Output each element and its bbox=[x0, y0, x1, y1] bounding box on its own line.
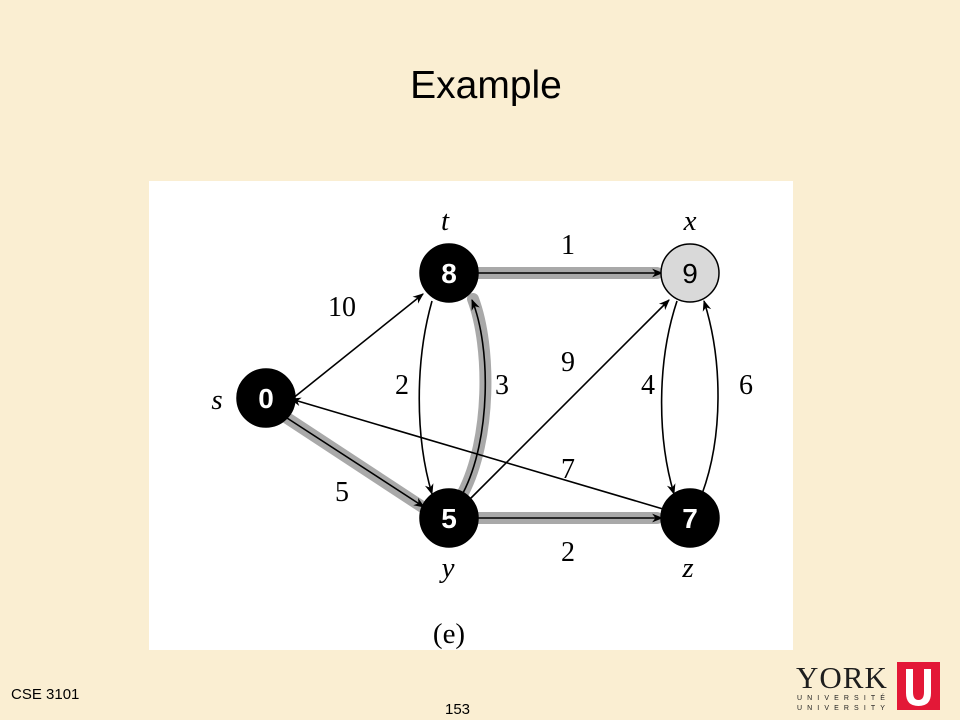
slide-title: Example bbox=[410, 64, 562, 107]
edge-s-t bbox=[286, 293, 424, 404]
weight-y-x: 9 bbox=[561, 347, 575, 378]
logo-wordmark: YORK bbox=[796, 660, 888, 695]
node-s-value: 0 bbox=[258, 383, 274, 414]
weight-s-t: 10 bbox=[328, 292, 356, 323]
edge-s-y bbox=[286, 417, 425, 508]
graph-svg: 10 5 1 2 3 9 2 7 4 6 0 8 9 bbox=[211, 205, 753, 650]
node-x-name: x bbox=[683, 205, 697, 237]
weight-z-s: 7 bbox=[561, 454, 575, 485]
node-s-circle bbox=[236, 368, 296, 428]
york-u-icon bbox=[897, 662, 940, 710]
edge-layer bbox=[286, 268, 719, 523]
edge-t-y bbox=[418, 300, 434, 496]
logo-line-french: UNIVERSITÉ bbox=[797, 695, 891, 702]
node-layer: 0 8 9 5 7 bbox=[236, 243, 720, 548]
weight-s-y: 5 bbox=[335, 477, 349, 508]
york-logo: YORK UNIVERSITÉ UNIVERSITY bbox=[796, 662, 946, 714]
weight-t-y: 2 bbox=[395, 370, 409, 401]
node-z-value: 7 bbox=[682, 503, 698, 534]
weight-layer: 10 5 1 2 3 9 2 7 4 6 bbox=[328, 230, 753, 568]
node-t-name: t bbox=[441, 205, 450, 237]
edge-x-z bbox=[660, 300, 678, 496]
weight-t-x: 1 bbox=[561, 230, 575, 261]
node-t: 8 bbox=[419, 243, 479, 303]
node-y: 5 bbox=[419, 488, 479, 548]
node-name-layer: s t x y z bbox=[211, 205, 696, 584]
course-code: CSE 3101 bbox=[11, 686, 80, 703]
edge-z-s bbox=[289, 397, 664, 510]
edge-y-x bbox=[468, 299, 670, 501]
weight-y-t: 3 bbox=[495, 370, 509, 401]
node-x-circle bbox=[660, 243, 720, 303]
node-y-name: y bbox=[439, 552, 455, 584]
node-z: 7 bbox=[660, 488, 720, 548]
node-y-value: 5 bbox=[441, 503, 457, 534]
node-t-value: 8 bbox=[441, 258, 457, 289]
node-z-name: z bbox=[681, 552, 693, 584]
edge-z-x bbox=[701, 299, 719, 495]
edge-y-t bbox=[462, 298, 487, 494]
weight-y-z: 2 bbox=[561, 537, 575, 568]
node-y-circle bbox=[419, 488, 479, 548]
node-x-value: 9 bbox=[682, 258, 698, 289]
page-number: 153 bbox=[445, 701, 471, 718]
weight-x-z: 4 bbox=[641, 370, 655, 401]
weight-z-x: 6 bbox=[739, 370, 753, 401]
node-s: 0 bbox=[236, 368, 296, 428]
logo-line-english: UNIVERSITY bbox=[797, 705, 891, 712]
figure-caption: (e) bbox=[433, 618, 465, 650]
node-s-name: s bbox=[211, 384, 222, 416]
graph-figure: 10 5 1 2 3 9 2 7 4 6 0 8 9 bbox=[149, 181, 793, 650]
node-t-circle bbox=[419, 243, 479, 303]
node-x: 9 bbox=[660, 243, 720, 303]
node-z-circle bbox=[660, 488, 720, 548]
